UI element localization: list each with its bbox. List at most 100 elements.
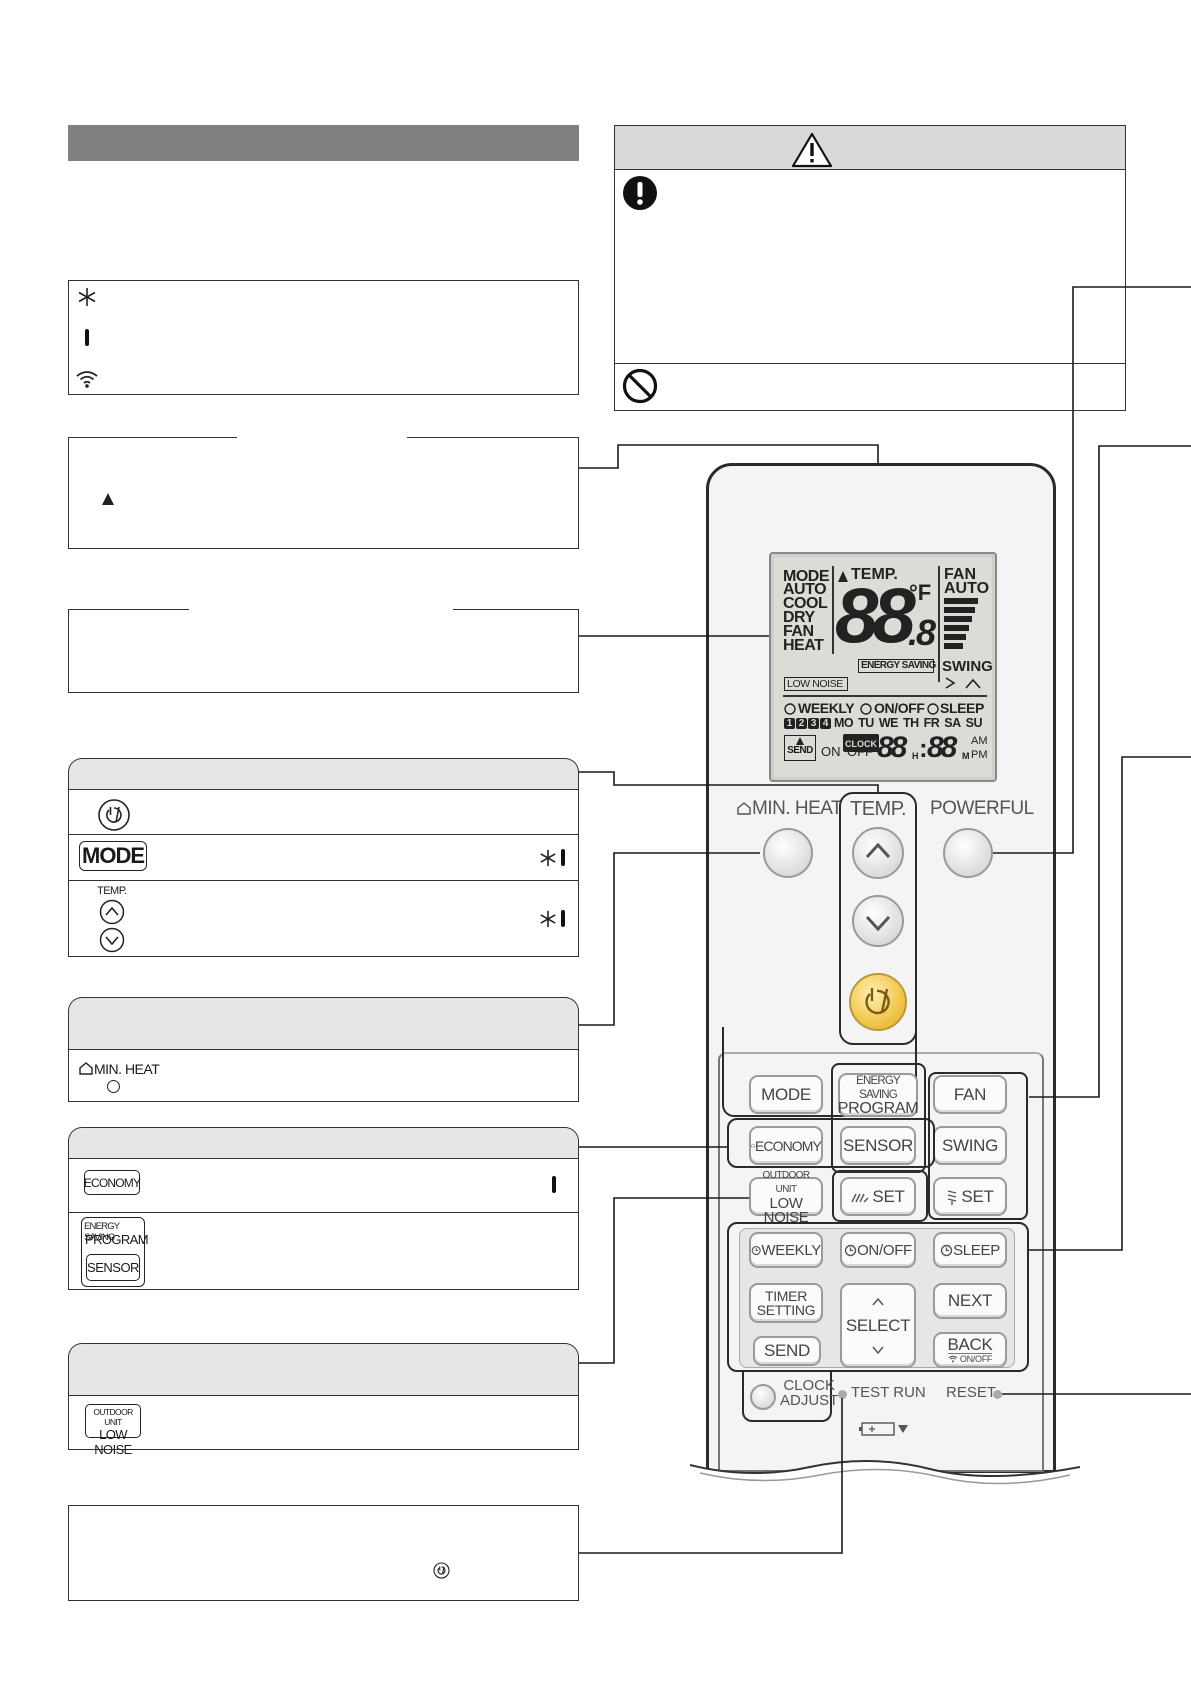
temp-down-button[interactable]: [852, 895, 904, 947]
energy-saving-top: ENERGY SAVING: [856, 1075, 901, 1101]
mode-key-label: MODE: [82, 843, 145, 868]
lcd-on: ON: [821, 744, 841, 759]
powerful-button[interactable]: [943, 828, 993, 878]
note-box-test-run: [68, 1505, 579, 1601]
test-run-label: TEST RUN: [851, 1384, 926, 1401]
powerful-label: POWERFUL: [930, 798, 1034, 819]
set-left-button[interactable]: SET: [840, 1177, 916, 1216]
sensor-button[interactable]: SENSOR: [840, 1126, 916, 1165]
sensor-key-label: SENSOR: [87, 1260, 139, 1275]
lcd-mode-fan: FAN: [783, 623, 814, 640]
clock-bottom-label: ADJUST: [780, 1392, 839, 1409]
panel-basic: MODE TEMP.: [68, 789, 579, 957]
min-heat-button[interactable]: [763, 828, 813, 878]
asterisk-icon: [540, 849, 556, 867]
clock-adjust-label: CLOCK ADJUST: [780, 1378, 838, 1408]
lcd-day-sa: SA: [944, 716, 961, 730]
lcd-program-4: 4: [820, 718, 831, 729]
lcd-on-off: ON/OFF: [874, 700, 925, 716]
lcd-divider-h: [783, 695, 987, 697]
note-box-signal: [68, 436, 579, 549]
low-noise-button[interactable]: OUTDOOR UNIT LOW NOISE: [749, 1170, 823, 1225]
set-right-button[interactable]: SET: [933, 1177, 1007, 1216]
vertical-airflow-icon: [948, 1189, 957, 1205]
timer-setting-button[interactable]: TIMER SETTING: [749, 1283, 823, 1323]
next-button-label: NEXT: [947, 1291, 993, 1310]
asterisk-icon: [78, 288, 96, 306]
economy-button[interactable]: ECONOMY: [749, 1126, 823, 1165]
lcd-low-noise: LOW NOISE: [787, 678, 843, 690]
house-icon: [751, 1143, 755, 1148]
low-noise-key-icon: OUTDOOR UNIT LOW NOISE: [85, 1404, 141, 1457]
fan-button[interactable]: FAN: [933, 1075, 1007, 1114]
lcd-time-h: 88: [877, 731, 907, 764]
remote-cut-edge: [690, 1460, 1080, 1495]
lcd-day-we: WE: [878, 716, 899, 730]
legend-box: [68, 280, 579, 395]
sensor-key-icon: SENSOR: [86, 1254, 140, 1281]
lcd-mode-list: AUTO COOL DRY FAN HEAT: [783, 581, 828, 654]
next-button[interactable]: NEXT: [933, 1283, 1007, 1319]
mode-key-icon: MODE: [79, 841, 147, 871]
mode-button-label: MODE: [761, 1084, 811, 1104]
lcd-time-m: 88: [927, 731, 957, 764]
timer-group: [727, 1222, 1029, 1372]
send-button-label: SEND: [763, 1341, 811, 1360]
lcd-pm: PM: [971, 749, 988, 761]
lcd-am: AM: [971, 735, 988, 747]
panel-basic-header: [68, 758, 579, 790]
lcd-day-fr: FR: [923, 716, 940, 730]
lcd-fan-auto: AUTO: [944, 580, 990, 597]
horizontal-airflow-icon: [851, 1193, 869, 1202]
lcd-days: MO TU WE TH FR SA SU: [834, 716, 983, 730]
low-noise-label: LOW NOISE: [763, 1194, 809, 1226]
panel-min-heat: MIN. HEAT: [68, 1049, 579, 1102]
lcd-sleep: SLEEP: [940, 700, 984, 716]
lcd-program-1: 1: [784, 718, 795, 729]
reset-dot[interactable]: [993, 1390, 1002, 1399]
clock-adjust-button[interactable]: [750, 1384, 776, 1410]
back-button[interactable]: BACK ON/OFF: [933, 1332, 1007, 1368]
lcd-colon: :: [919, 733, 928, 763]
mode-button[interactable]: MODE: [749, 1075, 823, 1114]
wifi-icon: [76, 371, 98, 388]
send-button[interactable]: SEND: [753, 1336, 821, 1366]
warning-header: [615, 126, 1125, 170]
lcd-swing: SWING: [942, 658, 993, 675]
lcd-timer-icons: [784, 703, 939, 715]
power-button[interactable]: [849, 973, 907, 1031]
battery-mark-icon: [85, 329, 89, 346]
power-icon: [865, 988, 890, 1015]
lcd-weekly: WEEKLY: [798, 700, 855, 716]
sleep-button[interactable]: SLEEP: [933, 1232, 1007, 1268]
on-off-button-label: ON/OFF: [857, 1241, 912, 1259]
lcd-screen: MODE AUTO COOL DRY FAN HEAT TEMP. 88 .8 …: [769, 552, 997, 782]
lcd-day-mo: MO: [834, 716, 854, 730]
test-run-dot[interactable]: [838, 1390, 847, 1399]
exclamation-circle-icon: [623, 176, 657, 210]
lcd-unit: °F: [909, 580, 932, 605]
reset-label: RESET: [946, 1384, 997, 1401]
select-up-icon: [872, 1297, 884, 1305]
battery-mark-icon: [561, 849, 565, 866]
temp-up-button[interactable]: [852, 827, 904, 879]
lcd-mode-auto: AUTO: [783, 581, 827, 598]
weekly-button[interactable]: WEEKLY: [749, 1232, 823, 1268]
back-sub-label: ON/OFF: [959, 1353, 993, 1364]
lcd-mode-heat: HEAT: [783, 637, 824, 654]
chevron-down-icon: [865, 915, 891, 932]
energy-saving-top-label: ENERGY SAVING: [84, 1221, 120, 1243]
economy-button-label: ECONOMY: [754, 1137, 822, 1154]
box-title-gap: [189, 608, 453, 612]
lcd-mode-cool: COOL: [783, 595, 828, 612]
section-header-bar: [68, 125, 579, 161]
lcd-program-2: 2: [796, 718, 807, 729]
lcd-program-numbers: 1 2 3 4: [784, 718, 831, 729]
lcd-send-arrow-icon: [796, 737, 804, 745]
economy-key-label: ECONOMY: [83, 1175, 141, 1190]
timer-on-off-button[interactable]: ON/OFF: [840, 1232, 916, 1268]
select-button[interactable]: SELECT: [840, 1283, 916, 1368]
house-icon: [79, 1062, 93, 1075]
energy-saving-program-button[interactable]: ENERGY SAVING PROGRAM: [838, 1073, 919, 1117]
